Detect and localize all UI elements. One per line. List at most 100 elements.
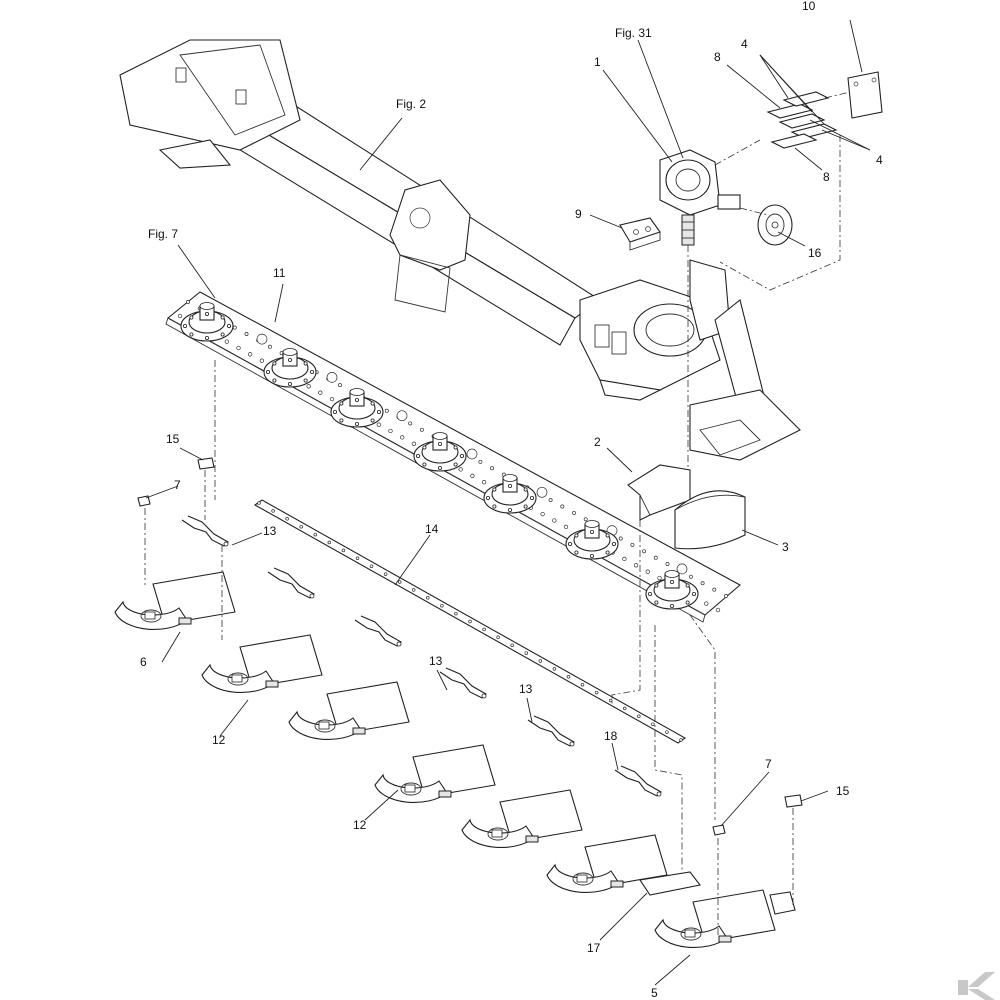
disc-hub-bolt [189,332,194,337]
skid-shoe-bolt [223,541,229,547]
bar-bolt-hole [329,396,335,402]
bar-bolt-hole [540,511,545,517]
knife-bar-hole [369,564,374,568]
label-part-8-top: 8 [714,50,721,64]
disc-hub-bolt [220,332,225,337]
skid-shoe-plate [181,515,229,547]
bar-bolt-hole [236,345,241,351]
bar-bolt-hole [388,428,393,434]
disc-center [314,719,336,733]
disc-hub-bolt [182,323,187,328]
bar-bolt-hole [490,466,495,471]
disc-hub-bolt [648,592,653,597]
disc-hub-bolt [265,369,270,374]
label-part-4-top: 4 [741,37,748,51]
bar-bolt-hole [481,480,487,485]
bar-bolt-hole [384,408,389,413]
label-part-15-right: 15 [836,784,850,798]
bar-bolt-hole [712,587,717,592]
disc-hub-bolt [530,495,535,500]
callout-labels: Fig. 2 Fig. 7 Fig. 31 1 2 3 4 4 5 6 7 7 … [140,0,883,1000]
bar-round-opening [396,410,408,422]
knife-bar-hole [552,667,557,671]
disc-blade-holder [718,935,732,943]
disc-hub-bolt [303,361,308,366]
skid-shoe-bolt [569,741,575,747]
bar-bolt-hole [419,427,424,432]
disc-hub-cap [282,348,298,356]
disc-blade-holder [438,790,452,798]
pulley-part-16 [757,204,793,246]
bar-bolt-hole [376,422,381,427]
label-part-4-right: 4 [876,153,883,167]
skid-shoe-bolt [309,593,315,599]
skid-shoes [181,515,662,797]
disc-hub-bolt [287,357,292,362]
washer-part-7-right [712,824,726,836]
bar-bolt-hole [400,435,405,440]
bar-bolt-hole [338,383,342,388]
disc-hub-bolt [685,583,690,588]
knife-bar-hole [482,627,486,632]
label-part-3: 3 [782,540,789,554]
disc-hub-bolt [339,401,344,406]
cutter-bar-disc-hubs [180,302,699,610]
disc-hub-bolt [309,369,314,374]
disc-hub-bolt [485,495,490,500]
bar-bolt-hole [618,536,623,541]
bar-bolt-hole [232,325,237,330]
disc-hub-bolt [332,409,337,414]
bar-bolt-hole [642,549,647,554]
label-part-5: 5 [651,986,658,1000]
bar-bolt-hole [470,473,475,478]
knife-bar-hole [271,509,275,513]
disc-center [680,927,702,941]
disc-key [576,874,588,883]
disc-hub-bolt [422,462,427,467]
label-part-13-first: 13 [263,524,277,538]
washer-part-7-left [137,495,151,507]
disc-center [572,872,594,886]
bar-bolt-hole [186,300,190,304]
disc-hub-bolt [339,418,344,423]
skid-shoe-plate [354,615,402,647]
block-part-15-left [197,457,215,470]
knife-bar-hole [651,722,655,726]
disc-hub-bolt [204,311,209,316]
knife-bar-hole [426,596,430,600]
disc-center [140,609,162,623]
disc-hub-bolt [459,453,464,458]
disc-hub-bolt [590,530,595,535]
bar-round-opening [466,448,478,460]
bar-bolt-hole [657,575,662,581]
skid-shoe-bolt [481,693,487,699]
disc-hub-bolt [590,554,595,559]
disc-hub-bolt [574,550,579,555]
bar-bolt-hole [700,581,705,586]
disc-hub-bolt [354,421,359,426]
disc-blade-holder [352,727,366,735]
disc-hub-bolt [523,504,528,509]
knife-bar-hole [566,675,571,679]
knife-bar-hole [679,738,683,742]
disc-hub-bolt [685,600,690,605]
bar-bolt-hole [177,313,183,319]
bar-round-opening [326,372,338,383]
bar-bolt-hole [259,358,265,363]
disc-hub-cap [349,388,365,396]
knife-bar-hole [411,588,416,592]
disc-hub-bolt [612,542,617,547]
disc-hub-bolt [354,397,359,402]
bar-round-opening [256,333,268,345]
knife-bar-hole [440,603,444,608]
label-part-7-right: 7 [765,757,772,771]
disc-hub-bolt [507,507,512,512]
bar-bolt-hole [478,459,483,464]
label-part-13-third: 13 [519,682,533,696]
label-part-12-first: 12 [212,733,226,747]
disc-hub-bolt [226,323,231,328]
knife-bar-hole [313,532,318,537]
guard-part-3 [674,490,746,550]
bar-bolt-hole [724,594,728,598]
bar-bolt-hole [645,569,650,574]
